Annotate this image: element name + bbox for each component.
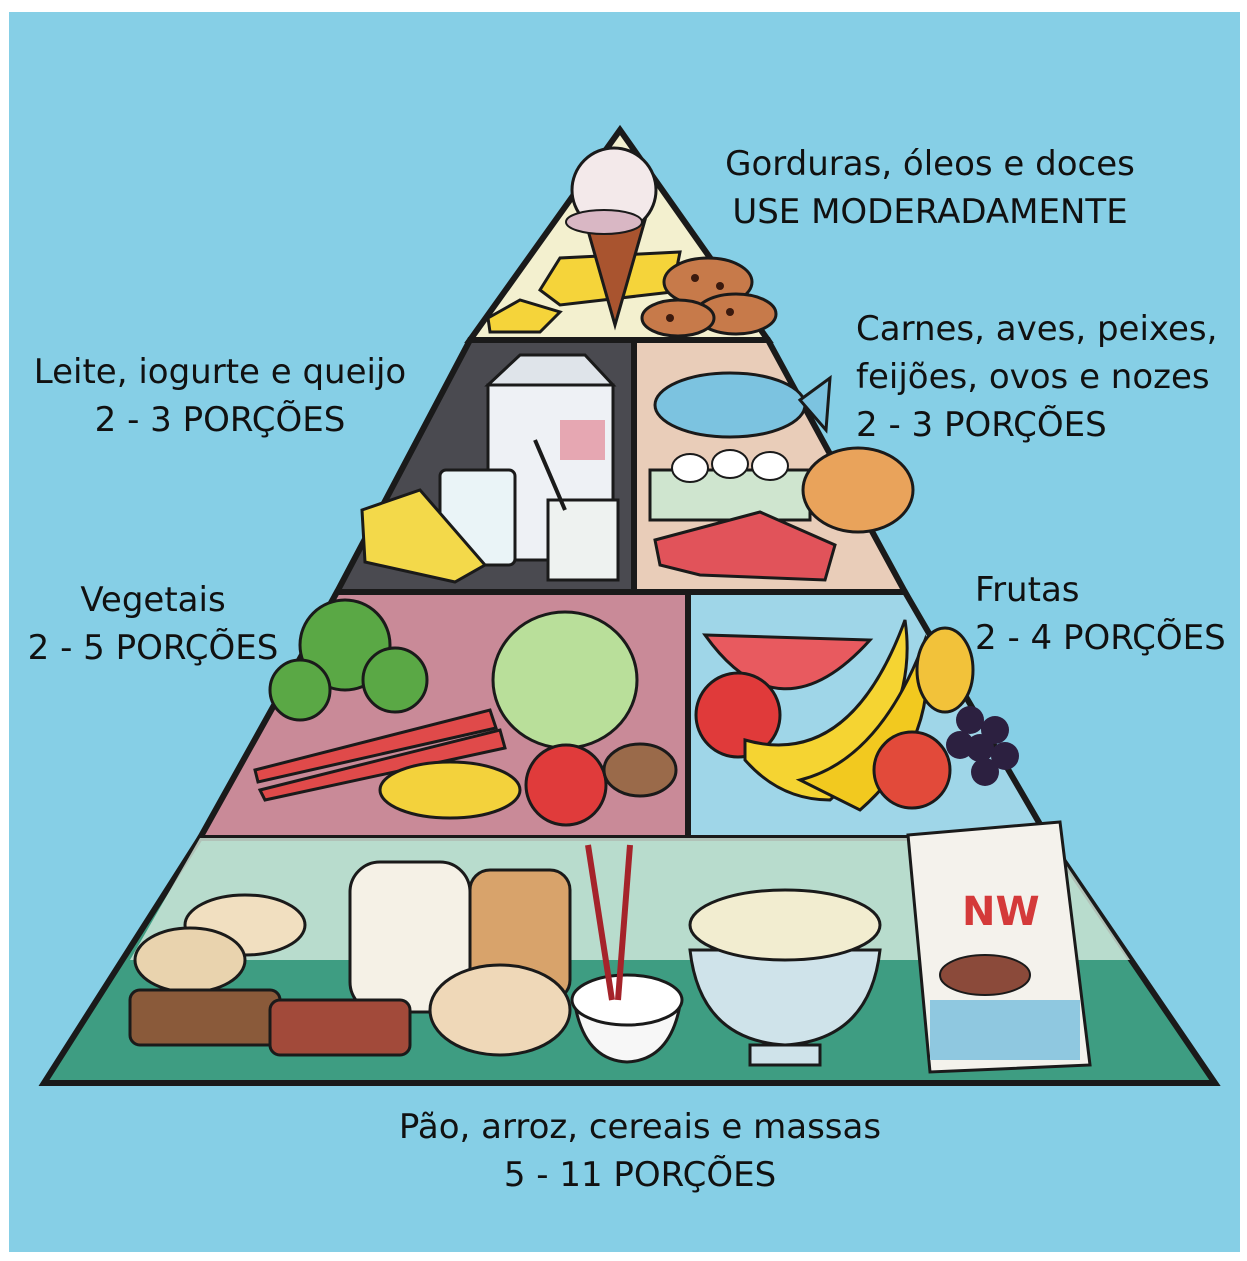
fish-icon (655, 373, 805, 437)
grains-name: Pão, arroz, cereais e massas (340, 1103, 940, 1151)
sandwich-icon (130, 990, 280, 1045)
tomato-icon (526, 745, 606, 825)
cabbage-icon (493, 612, 637, 748)
pear-icon (917, 628, 973, 712)
label-meat: Carnes, aves, peixes, feijões, ovos e no… (856, 305, 1236, 449)
cereal-box-icon: NW (908, 822, 1090, 1072)
bun-icon (430, 965, 570, 1055)
dairy-name: Leite, iogurte e queijo (20, 348, 420, 396)
vegetables-servings: 2 - 5 PORÇÕES (18, 624, 288, 672)
fruits-name: Frutas (975, 566, 1235, 614)
vegetables-name: Vegetais (18, 576, 288, 624)
label-vegetables: Vegetais 2 - 5 PORÇÕES (18, 576, 288, 672)
meat-servings: 2 - 3 PORÇÕES (856, 401, 1236, 449)
label-dairy: Leite, iogurte e queijo 2 - 3 PORÇÕES (20, 348, 420, 444)
grains-servings: 5 - 11 PORÇÕES (340, 1151, 940, 1199)
chicken-icon (803, 448, 913, 532)
orange-icon (874, 732, 950, 808)
fruits-servings: 2 - 4 PORÇÕES (975, 614, 1235, 662)
squash-icon (380, 762, 520, 818)
dairy-servings: 2 - 3 PORÇÕES (20, 396, 420, 444)
label-fruits: Frutas 2 - 4 PORÇÕES (975, 566, 1235, 662)
meat-name-line2: feijões, ovos e nozes (856, 353, 1236, 401)
label-fats: Gorduras, óleos e doces USE MODERADAMENT… (690, 140, 1170, 236)
fats-name: Gorduras, óleos e doces (690, 140, 1170, 188)
cereal-box-label: NW (962, 889, 1040, 935)
fats-servings: USE MODERADAMENTE (690, 188, 1170, 236)
label-grains: Pão, arroz, cereais e massas 5 - 11 PORÇ… (340, 1103, 940, 1199)
potato-icon (604, 744, 676, 796)
meat-name-line1: Carnes, aves, peixes, (856, 305, 1236, 353)
yogurt-cup-icon (548, 500, 618, 580)
